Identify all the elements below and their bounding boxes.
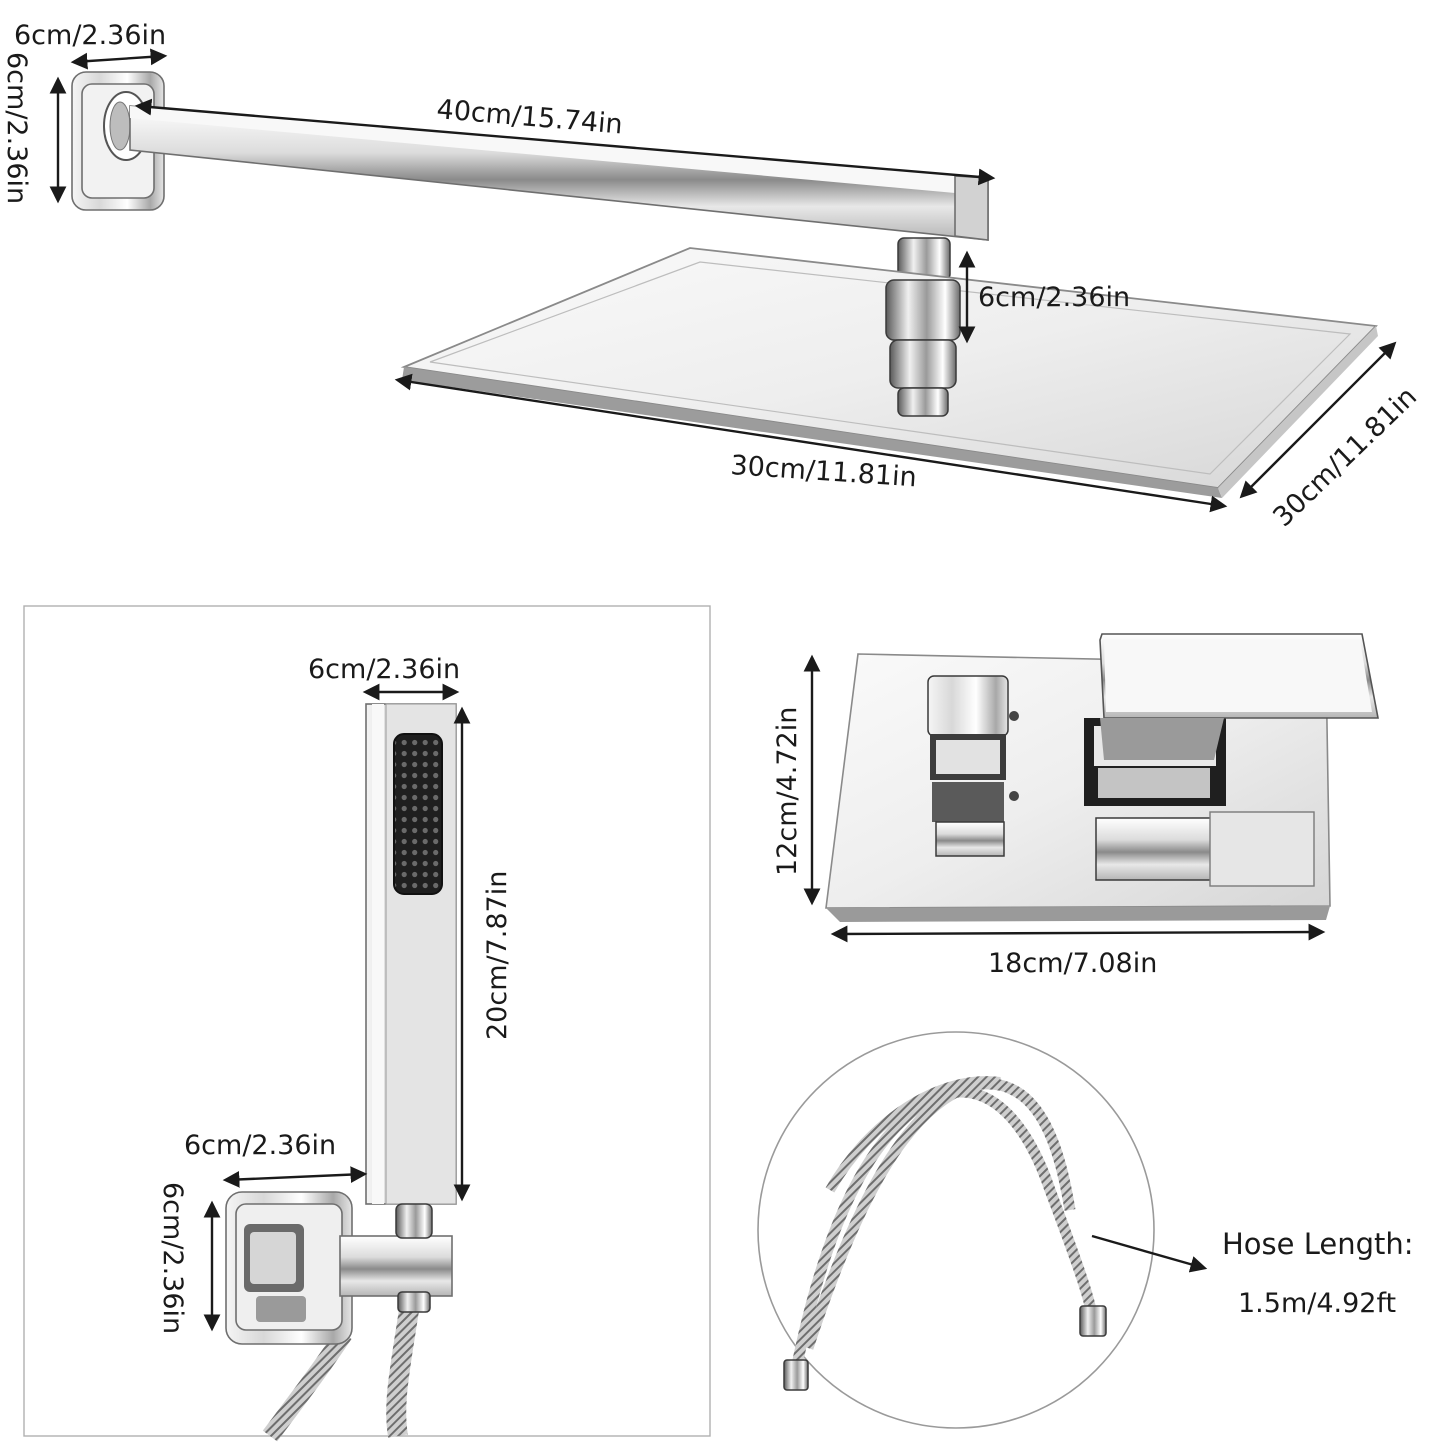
mixer-valve	[825, 633, 1379, 922]
spray-nozzle-face	[393, 733, 443, 895]
flange-width-arrow	[70, 48, 168, 70]
head-depth-arrow	[1239, 341, 1397, 499]
hand-head-length-label: 20cm/7.87in	[482, 871, 513, 1040]
hose-length-value: 1.5m/4.92ft	[1238, 1288, 1396, 1319]
connector-height-label: 6cm/2.36in	[978, 282, 1130, 313]
holder-width-arrow	[222, 1166, 368, 1188]
valve-width-arrow	[830, 923, 1326, 943]
holder-height-label: 6cm/2.36in	[157, 1182, 188, 1334]
head-width-label: 30cm/11.81in	[730, 450, 918, 493]
hand-shower-hose	[262, 1288, 422, 1442]
mixer-lever-handle[interactable]	[1084, 633, 1379, 887]
hand-shower-panel	[23, 605, 711, 1437]
flange-width-label: 6cm/2.36in	[14, 20, 166, 51]
hand-shower-holder	[225, 1191, 453, 1345]
valve-width-label: 18cm/7.08in	[988, 948, 1157, 979]
hose-nut-right	[1079, 1305, 1107, 1337]
holder-width-label: 6cm/2.36in	[184, 1130, 336, 1161]
diverter-knob[interactable]	[927, 675, 1019, 857]
hose-length-label: Hose Length:	[1222, 1227, 1414, 1261]
hand-head-width-label: 6cm/2.36in	[308, 654, 460, 685]
head-width-arrow	[394, 373, 1228, 513]
flange-height-label: 6cm/2.36in	[1, 52, 32, 204]
coiled-hose	[783, 1076, 1107, 1391]
hose-pointer-arrow	[1091, 1234, 1208, 1273]
shower-arm-assembly	[71, 71, 989, 241]
hose-nut-left	[783, 1359, 809, 1391]
valve-height-label: 12cm/4.72in	[772, 707, 803, 876]
hose-frame-circle	[757, 1031, 1155, 1429]
arm-length-arrow	[134, 98, 996, 186]
hand-shower-head	[365, 703, 457, 1205]
